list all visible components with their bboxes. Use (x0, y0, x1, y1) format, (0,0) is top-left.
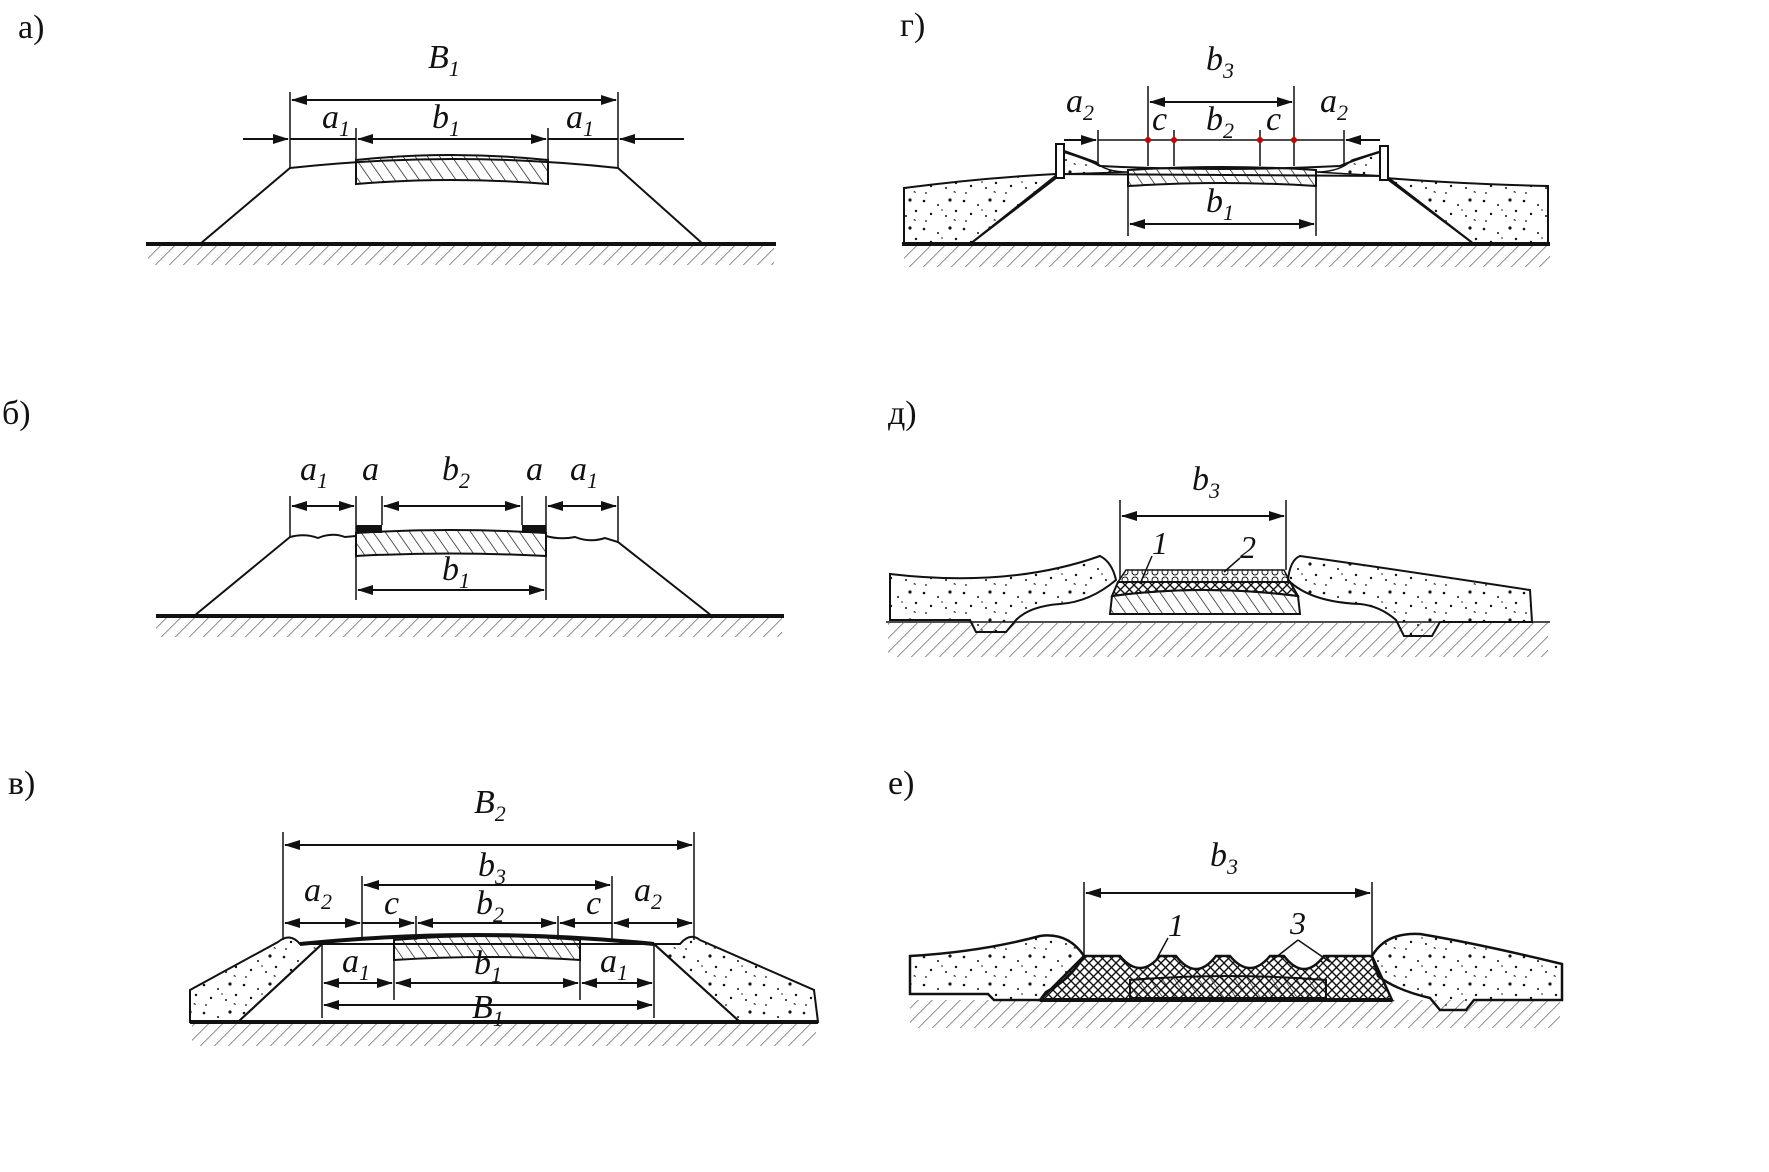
label-c-left: c (384, 885, 399, 922)
label-a2-left: a2 (304, 872, 332, 914)
label-a2-left: a2 (1066, 83, 1094, 125)
label-a1-left: a1 (322, 99, 350, 141)
panel-v-label: в) (8, 765, 35, 802)
panel-e: е) b3 1 3 (888, 765, 1564, 1028)
panel-d: д) b3 1 2 (886, 395, 1550, 657)
curb-left (1055, 143, 1065, 179)
edge-strip-left (356, 525, 382, 533)
panel-a-label: а) (18, 9, 44, 46)
label-b1: b1 (432, 99, 460, 141)
label-c-right: c (1266, 101, 1281, 138)
label-a1-right: a1 (566, 99, 594, 141)
label-a1-right: a1 (570, 451, 598, 493)
ground-hatch (904, 245, 1550, 267)
curb-right (1379, 145, 1389, 181)
shoulder-fill-left (189, 936, 325, 1023)
label-b1: b1 (1206, 183, 1234, 225)
point-marker (1291, 137, 1297, 143)
label-b3: b3 (478, 847, 506, 889)
label-b1: b1 (474, 945, 502, 987)
label-3: 3 (1289, 905, 1306, 941)
label-1: 1 (1152, 525, 1168, 561)
label-b2: b2 (1206, 101, 1234, 143)
layer-1 (1110, 581, 1300, 598)
label-a2-right: a2 (634, 872, 662, 914)
leader-1 (1139, 555, 1153, 585)
label-b3: b3 (1206, 41, 1234, 83)
label-a1-left: a1 (300, 451, 328, 493)
panel-a: а) B1 b1 a1 a1 (18, 9, 776, 265)
new-surface (299, 933, 655, 946)
leader-1 (1155, 937, 1169, 961)
shoulder-fill-right (651, 935, 820, 1023)
panel-e-label: е) (888, 765, 914, 802)
point-marker (1171, 137, 1177, 143)
panel-v: в) B2 b3 a2 c b2 (8, 765, 820, 1046)
leader-3b (1297, 939, 1331, 963)
panel-g: г) b3 a2 (900, 7, 1550, 267)
label-c-right: c (586, 885, 601, 922)
panel-b: б) a1 a b2 a a1 b1 (2, 395, 784, 637)
label-B2: B2 (474, 784, 506, 826)
embankment (193, 533, 713, 617)
label-B1: B1 (428, 39, 460, 81)
label-b2: b2 (476, 885, 504, 927)
label-a2-right: a2 (1320, 83, 1348, 125)
edge-strip-right (522, 525, 546, 533)
shoulder-fill-right (1370, 932, 1564, 1012)
panel-b-label: б) (2, 395, 31, 432)
ground-hatch (156, 617, 782, 637)
panel-g-label: г) (900, 7, 925, 44)
point-marker (1257, 137, 1263, 143)
leader-3a (1269, 939, 1299, 963)
leader-2 (1223, 557, 1241, 573)
label-a-right: a (526, 451, 543, 488)
shoulder-fill-left (903, 172, 1057, 245)
label-b3: b3 (1192, 461, 1220, 503)
label-1: 1 (1168, 907, 1184, 943)
panel-d-label: д) (888, 395, 917, 432)
label-a1-left: a1 (342, 943, 370, 985)
label-a1-right: a1 (600, 943, 628, 985)
label-b1: b1 (442, 551, 470, 593)
ground-hatch (192, 1022, 816, 1046)
ground-hatch (148, 245, 774, 265)
label-b2: b2 (442, 451, 470, 493)
label-a-left: a (362, 451, 379, 488)
pavement-layer (1129, 975, 1327, 999)
point-marker (1145, 137, 1151, 143)
pavement-layer (355, 154, 549, 186)
label-b3: b3 (1210, 837, 1238, 879)
label-B1: B1 (472, 989, 504, 1031)
label-2: 2 (1240, 529, 1256, 565)
shoulder-fill-left (889, 554, 1118, 633)
label-c-left: c (1152, 101, 1167, 138)
shoulder-fill-right (1382, 176, 1549, 245)
